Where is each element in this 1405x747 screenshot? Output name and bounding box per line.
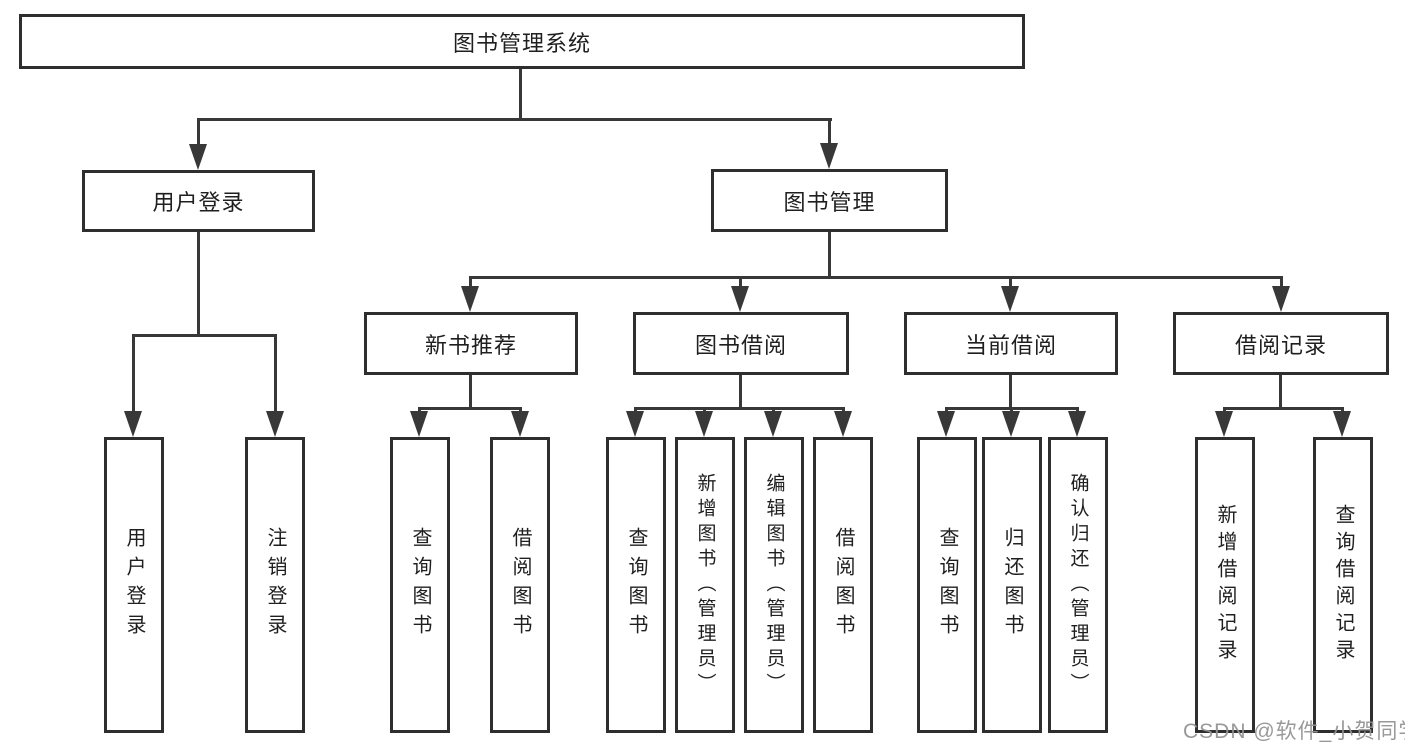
- connector-line: [418, 407, 522, 410]
- arrow-down-icon: [731, 286, 749, 312]
- connector-line: [1279, 375, 1282, 410]
- arrow-down-icon: [764, 411, 782, 437]
- arrow-down-icon: [1215, 411, 1233, 437]
- leaf-add-borrow-record: 新增借阅记录: [1195, 437, 1255, 733]
- connector-line: [132, 334, 277, 337]
- arrow-down-icon: [266, 411, 284, 437]
- connector-line: [519, 69, 522, 121]
- leaf-borrow-book-2: 借阅图书: [813, 437, 873, 733]
- arrow-down-icon: [834, 411, 852, 437]
- arrow-down-icon: [820, 143, 838, 169]
- leaf-logout: 注销登录: [245, 437, 305, 733]
- connector-line: [197, 118, 832, 121]
- connector-line: [772, 407, 775, 413]
- connector-line: [469, 276, 472, 290]
- leaf-confirm-return-admin-label: 确认归还（管理员）: [1067, 472, 1089, 698]
- connector-line: [197, 232, 200, 337]
- node-root: 图书管理系统: [19, 14, 1025, 69]
- node-current-borrow-label: 当前借阅: [964, 332, 1057, 358]
- leaf-logout-label: 注销登录: [264, 527, 286, 643]
- leaf-query-borrow-record-label: 查询借阅记录: [1332, 504, 1354, 666]
- node-borrow-records-label: 借阅记录: [1234, 332, 1327, 358]
- node-book-management: 图书管理: [711, 169, 948, 232]
- node-new-book-recommend-label: 新书推荐: [424, 332, 517, 358]
- leaf-user-login-label: 用户登录: [123, 527, 145, 643]
- connector-line: [1223, 407, 1344, 410]
- connector-line: [1223, 407, 1226, 413]
- leaf-query-book-2-label: 查询图书: [625, 527, 647, 643]
- leaf-return-book-label: 归还图书: [1001, 527, 1023, 643]
- leaf-return-book: 归还图书: [982, 437, 1042, 733]
- connector-line: [1009, 276, 1012, 290]
- leaf-edit-book-admin: 编辑图书（管理员）: [744, 437, 804, 733]
- node-book-borrow: 图书借阅: [633, 312, 849, 375]
- node-current-borrow: 当前借阅: [904, 312, 1118, 375]
- connector-line: [418, 407, 421, 413]
- leaf-add-borrow-record-label: 新增借阅记录: [1214, 504, 1236, 666]
- connector-line: [274, 334, 277, 413]
- connector-line: [1009, 375, 1012, 410]
- connector-line: [1010, 407, 1013, 413]
- leaf-user-login: 用户登录: [104, 437, 164, 733]
- connector-line: [842, 407, 845, 413]
- connector-line: [828, 232, 831, 279]
- leaf-edit-book-admin-label: 编辑图书（管理员）: [763, 472, 785, 698]
- leaf-borrow-book-1-label: 借阅图书: [509, 527, 531, 643]
- leaf-query-book-2: 查询图书: [606, 437, 666, 733]
- leaf-borrow-book-1: 借阅图书: [490, 437, 550, 733]
- node-book-management-label: 图书管理: [783, 189, 876, 215]
- leaf-query-book-3: 查询图书: [917, 437, 977, 733]
- connector-line: [132, 334, 135, 413]
- arrow-down-icon: [1068, 411, 1086, 437]
- connector-line: [1341, 407, 1344, 413]
- arrow-down-icon: [461, 286, 479, 312]
- arrow-down-icon: [1333, 411, 1351, 437]
- connector-line: [828, 118, 831, 146]
- connector-line: [197, 118, 200, 146]
- node-new-book-recommend: 新书推荐: [364, 312, 578, 375]
- node-book-borrow-label: 图书借阅: [694, 332, 787, 358]
- node-user-login-label: 用户登录: [152, 190, 245, 215]
- arrow-down-icon: [1001, 286, 1019, 312]
- leaf-query-borrow-record: 查询借阅记录: [1313, 437, 1373, 733]
- arrow-down-icon: [695, 411, 713, 437]
- connector-line: [1076, 407, 1079, 413]
- arrow-down-icon: [511, 411, 529, 437]
- arrow-down-icon: [626, 411, 644, 437]
- arrow-down-icon: [937, 411, 955, 437]
- connector-line: [739, 276, 742, 290]
- leaf-add-book-admin: 新增图书（管理员）: [675, 437, 735, 733]
- leaf-add-book-admin-label: 新增图书（管理员）: [694, 472, 716, 698]
- connector-line: [519, 407, 522, 413]
- connector-line: [703, 407, 706, 413]
- arrow-down-icon: [1272, 286, 1290, 312]
- leaf-borrow-book-2-label: 借阅图书: [832, 527, 854, 643]
- node-user-login: 用户登录: [82, 170, 315, 232]
- arrow-down-icon: [189, 144, 207, 170]
- leaf-confirm-return-admin: 确认归还（管理员）: [1048, 437, 1108, 733]
- watermark-text: CSDN @软件_小贺同学: [1183, 720, 1405, 743]
- arrow-down-icon: [1002, 411, 1020, 437]
- connector-line: [469, 375, 472, 410]
- arrow-down-icon: [124, 411, 142, 437]
- leaf-query-book-1: 查询图书: [390, 437, 450, 733]
- leaf-query-book-3-label: 查询图书: [936, 527, 958, 643]
- node-root-label: 图书管理系统: [452, 30, 591, 56]
- connector-line: [634, 407, 637, 413]
- connector-line: [945, 407, 948, 413]
- arrow-down-icon: [410, 411, 428, 437]
- connector-line: [634, 407, 845, 410]
- connector-line: [469, 276, 1283, 279]
- connector-line: [739, 375, 742, 410]
- connector-line: [1280, 276, 1283, 290]
- leaf-query-book-1-label: 查询图书: [409, 527, 431, 643]
- node-borrow-records: 借阅记录: [1173, 312, 1389, 375]
